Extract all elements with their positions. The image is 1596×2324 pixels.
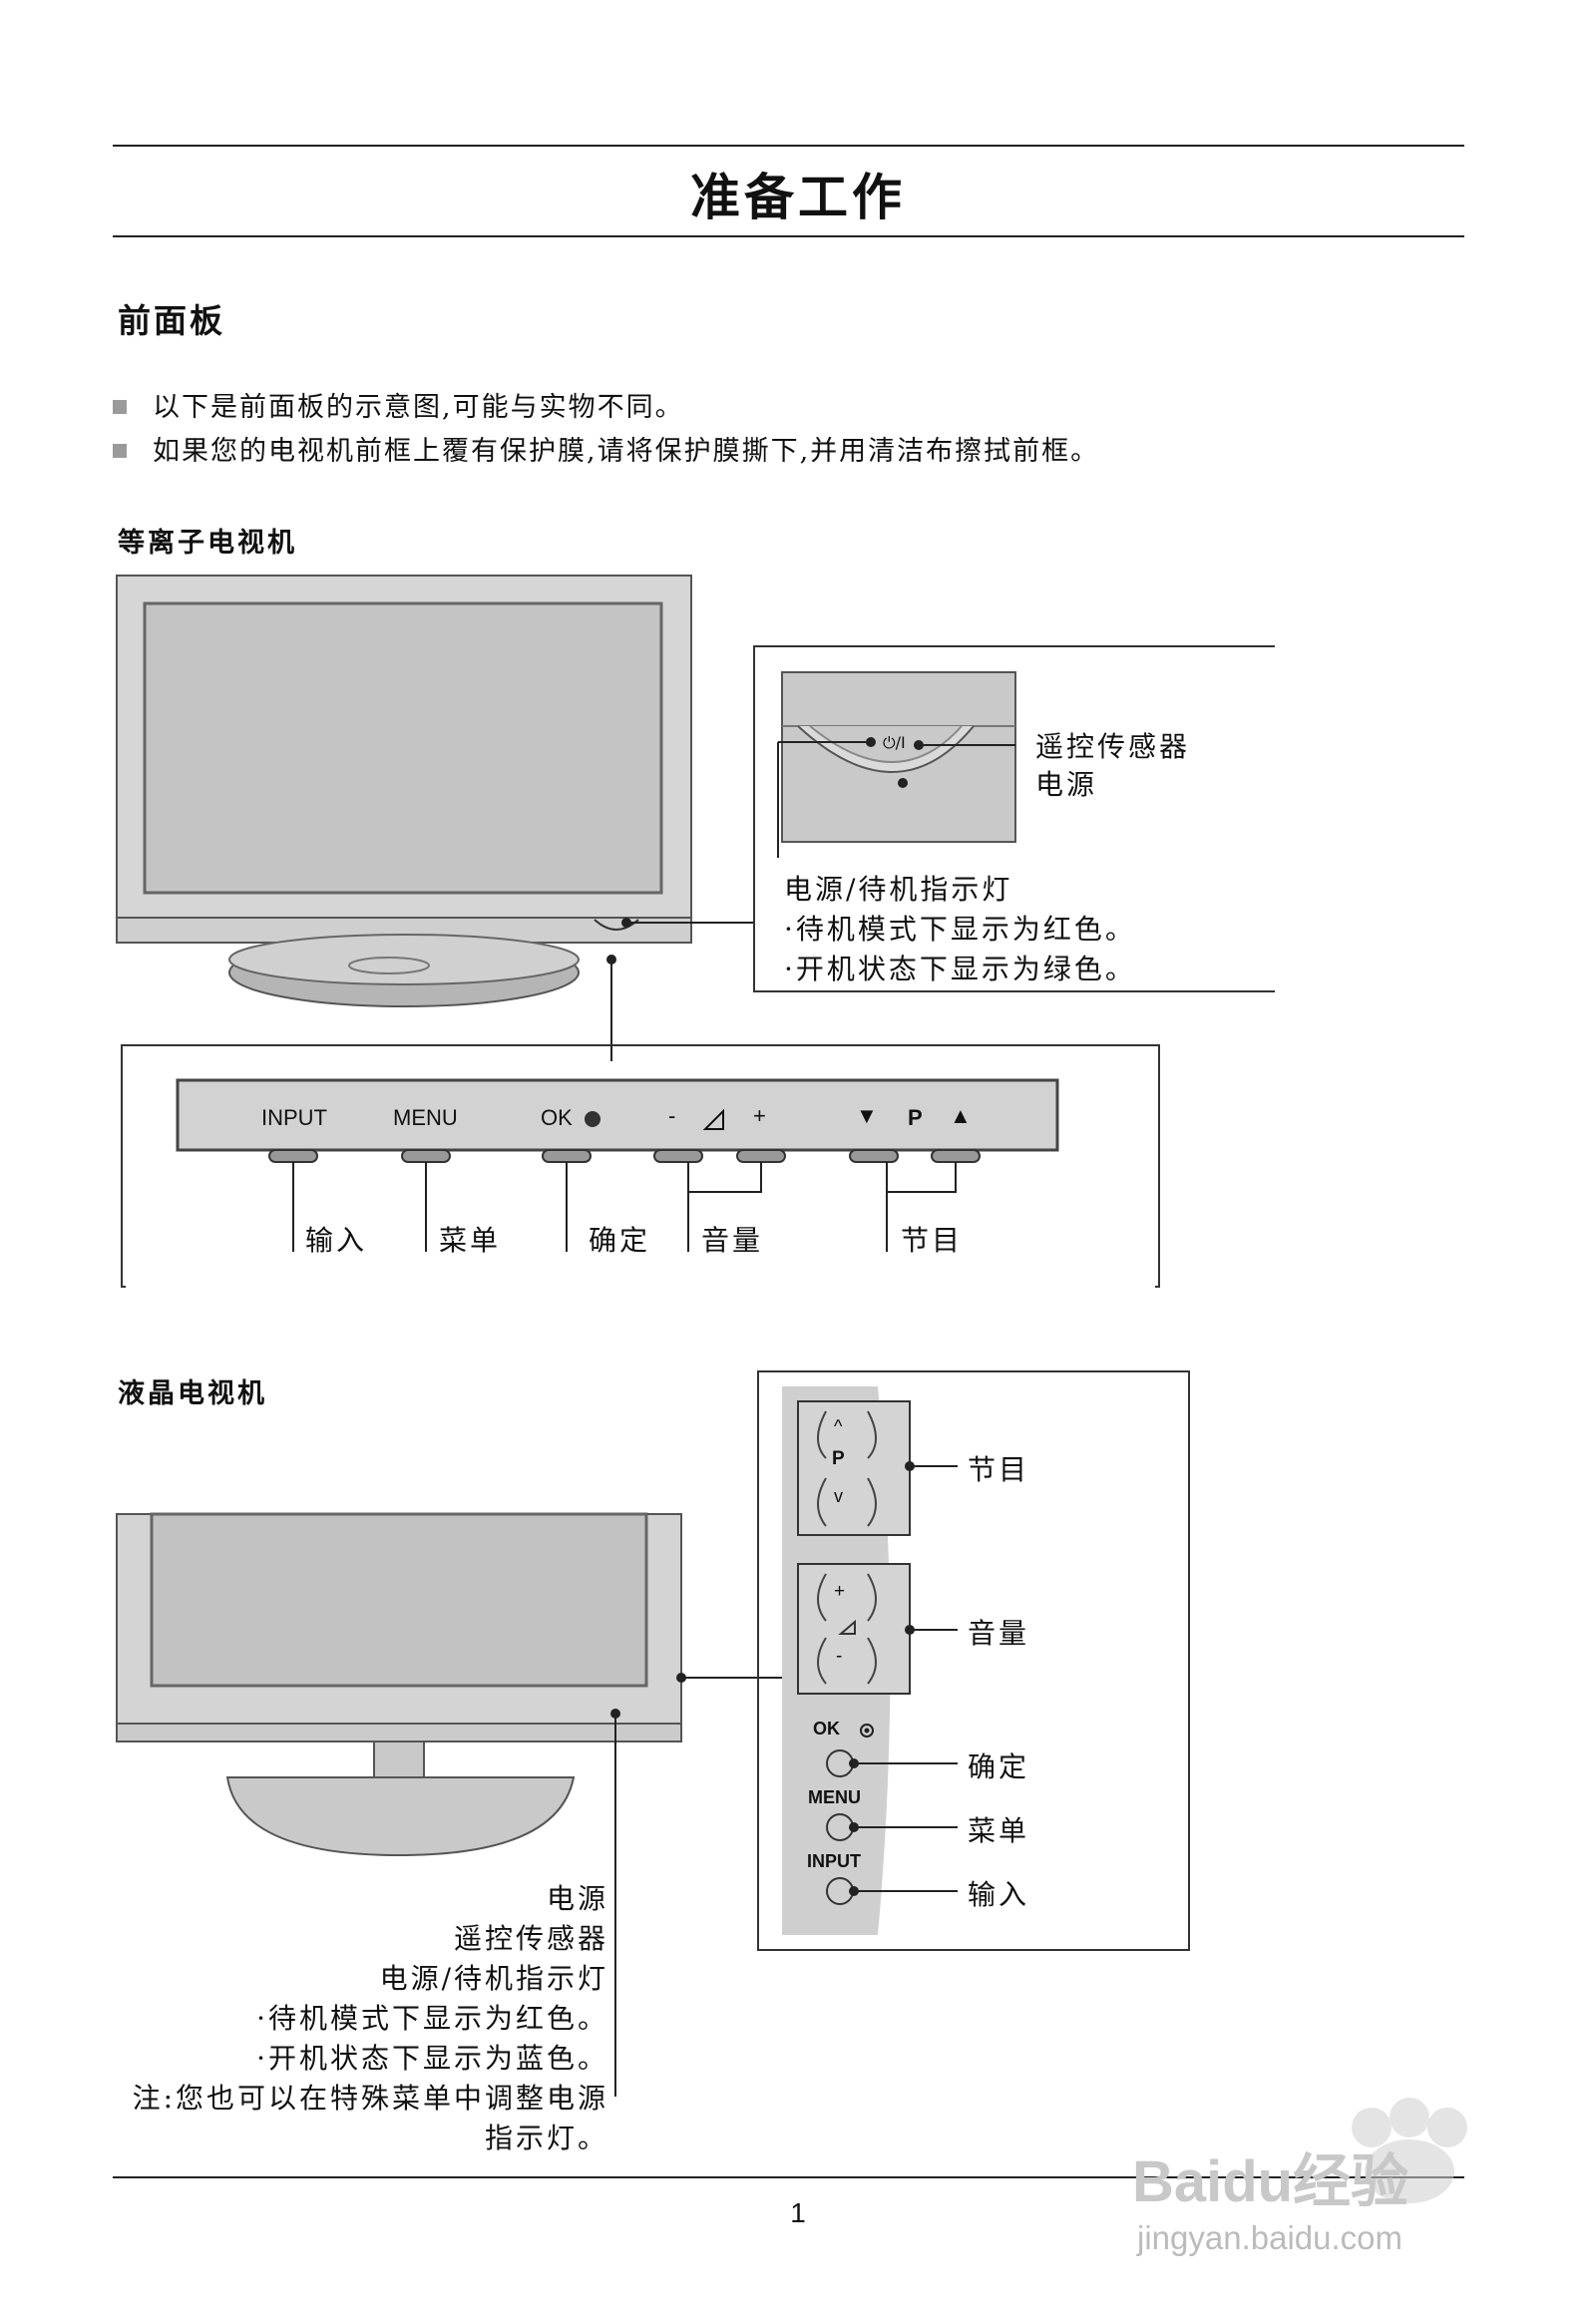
side-plus-label: +	[834, 1581, 846, 1602]
program-up-icon: ▲	[950, 1103, 972, 1128]
plasma-inset-box	[753, 645, 1275, 992]
side-minus-label: -	[836, 1646, 843, 1667]
lcd-label-menu: 菜单	[968, 1814, 1030, 1847]
title-underline	[113, 235, 1464, 237]
label-ok: 确定	[589, 1224, 651, 1257]
lcd-note-indicator: 电源/待机指示灯	[379, 1962, 608, 1995]
lcd-note-sensor: 遥控传感器	[453, 1922, 608, 1955]
lcd-note-line-1: ·待机模式下显示为红色。	[256, 2002, 608, 2035]
plasma-tv-illustration	[116, 575, 692, 1007]
side-ok-label: OK	[813, 1719, 840, 1739]
bullet-text: 以下是前面板的示意图,可能与实物不同。	[153, 392, 684, 423]
bullet-item: 如果您的电视机前框上覆有保护膜,请将保护膜撕下,并用清洁布擦拭前框。	[113, 429, 1099, 468]
lcd-label-ok: 确定	[968, 1750, 1030, 1783]
program-p-label: P	[908, 1105, 923, 1130]
lcd-note-text-2: 指示灯。	[484, 2122, 608, 2154]
power-symbol-label: ⏻/I	[883, 733, 906, 752]
side-up-icon: ^	[834, 1416, 843, 1436]
page-title: 准备工作	[690, 169, 906, 226]
bullet-text: 如果您的电视机前框上覆有保护膜,请将保护膜撕下,并用清洁布擦拭前框。	[153, 436, 1100, 467]
square-bullet-icon	[113, 444, 127, 458]
side-menu-label: MENU	[808, 1787, 861, 1807]
label-program: 节目	[901, 1224, 964, 1257]
ok-button-label: OK	[541, 1105, 573, 1130]
label-volume: 音量	[701, 1224, 764, 1257]
side-p-label: P	[832, 1448, 845, 1469]
volume-minus-label: -	[668, 1103, 676, 1128]
lcd-side-panel	[757, 1370, 1190, 1951]
section-title: 前面板	[118, 301, 225, 340]
label-input: 输入	[305, 1224, 368, 1257]
label-menu: 菜单	[439, 1224, 502, 1257]
page-number: 1	[790, 2197, 806, 2228]
square-bullet-icon	[113, 400, 127, 414]
side-input-label: INPUT	[807, 1851, 861, 1871]
plasma-button-bracket	[121, 1044, 1160, 1288]
lcd-note-power: 电源	[546, 1882, 608, 1915]
lcd-tv-illustration	[116, 1512, 782, 2097]
lcd-note-line-2: ·开机状态下显示为蓝色。	[256, 2042, 608, 2075]
lcd-label-volume: 音量	[968, 1617, 1030, 1650]
baidu-watermark-icon	[1352, 2098, 1467, 2203]
lcd-heading: 液晶电视机	[118, 1378, 267, 1409]
menu-button-label: MENU	[393, 1105, 458, 1130]
lcd-label-program: 节目	[968, 1453, 1030, 1486]
side-down-icon: v	[834, 1486, 843, 1506]
lcd-note-text: 注:您也可以在特殊菜单中调整电源	[132, 2082, 608, 2115]
indicator-line-2: ·开机状态下显示为绿色。	[784, 953, 1136, 985]
top-rule	[113, 145, 1464, 147]
input-button-label: INPUT	[261, 1105, 327, 1130]
bullet-item: 以下是前面板的示意图,可能与实物不同。	[113, 385, 684, 424]
label-remote-sensor: 遥控传感器	[1035, 730, 1191, 763]
volume-plus-label: +	[753, 1103, 766, 1128]
program-down-icon: ▼	[856, 1103, 878, 1128]
label-power: 电源	[1035, 768, 1098, 801]
watermark-url: jingyan.baidu.com	[1137, 2219, 1402, 2256]
plasma-heading: 等离子电视机	[118, 528, 297, 559]
indicator-line-1: ·待机模式下显示为红色。	[784, 913, 1136, 946]
indicator-title: 电源/待机指示灯	[784, 873, 1013, 906]
watermark-brand: Baidu经验	[1132, 2149, 1409, 2214]
lcd-label-input: 输入	[968, 1878, 1030, 1911]
